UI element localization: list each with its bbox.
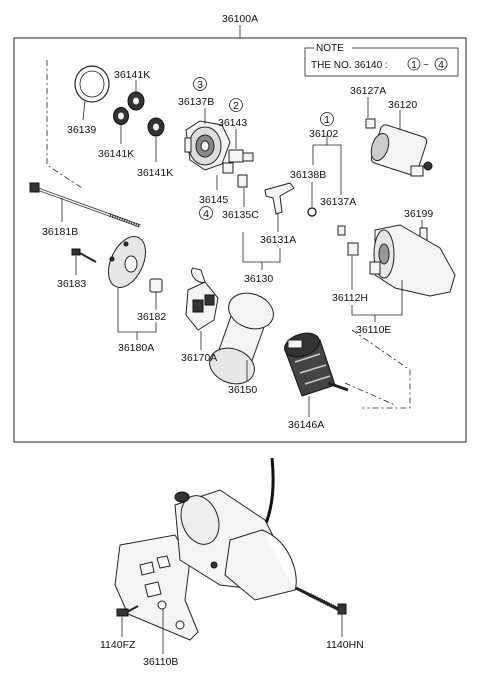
seal-ring-36139 (74, 65, 110, 103)
part-label-36141K-b: 36141K (98, 148, 134, 160)
pinion-stop-36135C (237, 174, 248, 188)
note-range-sep: ~ (423, 60, 429, 71)
callout-3: 3 (193, 77, 207, 91)
washer-36138B (307, 207, 317, 217)
planet-gear-a (127, 91, 145, 111)
part-label-36182: 36182 (137, 311, 166, 323)
note-box: NOTE THE NO. 36140 : 1 ~ 4 (304, 42, 459, 77)
note-text: THE NO. 36140 : (311, 60, 388, 71)
part-label-36170A: 36170A (181, 352, 217, 364)
screw-36183 (71, 248, 97, 263)
terminal-36127A (365, 118, 376, 129)
bushing-36182 (149, 278, 163, 293)
shift-lever-36131A (264, 182, 295, 215)
part-label-36112H: 36112H (332, 292, 368, 304)
part-label-36120: 36120 (388, 99, 417, 111)
part-label-36141K-c: 36141K (137, 167, 173, 179)
callout-4: 4 (199, 206, 213, 220)
yoke-36150 (209, 292, 274, 385)
solenoid-36120 (370, 124, 433, 177)
planet-gear-b (113, 107, 129, 125)
planet-gear-c (147, 117, 165, 137)
part-label-36110E: 36110E (356, 324, 391, 336)
part-label-36110B: 36110B (143, 656, 178, 668)
part-label-36145: 36145 (199, 194, 228, 206)
front-housing-36110E (369, 224, 456, 297)
note-range-end: 4 (438, 60, 444, 71)
part-label-36141K-a: 36141K (114, 69, 150, 81)
through-bolt-36181B (29, 182, 141, 228)
part-label-1140FZ: 1140FZ (100, 639, 136, 651)
callout-1: 1 (320, 112, 334, 126)
part-label-36131A: 36131A (260, 234, 296, 246)
part-label-36130: 36130 (244, 273, 273, 285)
part-label-36183: 36183 (57, 278, 86, 290)
svg-text:1: 1 (324, 114, 330, 126)
part-label-36137A: 36137A (320, 196, 356, 208)
exploded-view-frame (13, 37, 467, 443)
assembly-label: 36100A (222, 13, 258, 25)
part-label-36138B: 36138B (290, 169, 326, 181)
part-label-36135C: 36135C (222, 209, 259, 221)
gear-housing-36137B (184, 120, 231, 171)
part-label-36150: 36150 (228, 384, 257, 396)
note-range-start: 1 (411, 60, 417, 71)
note-title: NOTE (316, 43, 344, 54)
part-label-36139: 36139 (67, 124, 96, 136)
svg-text:4: 4 (203, 208, 209, 220)
part-label-36181B: 36181B (42, 226, 78, 238)
installed-starter (114, 489, 347, 641)
ring-36137A (337, 225, 346, 236)
armature-36146A (284, 332, 349, 397)
shaft-36143 (228, 149, 254, 163)
part-label-36180A: 36180A (118, 342, 154, 354)
part-label-36102: 36102 (309, 128, 338, 140)
part-label-36146A: 36146A (288, 419, 324, 431)
rear-cover-36180A (108, 236, 146, 288)
brush-holder-36170A (185, 267, 219, 331)
svg-text:2: 2 (233, 100, 239, 112)
callout-2: 2 (229, 98, 243, 112)
part-label-36127A: 36127A (350, 85, 386, 97)
bushing-36112H (347, 242, 359, 256)
part-label-36199: 36199 (404, 208, 433, 220)
clutch-part-36145 (222, 162, 234, 174)
part-label-36143: 36143 (218, 117, 247, 129)
part-label-36137B: 36137B (178, 96, 214, 108)
svg-text:3: 3 (197, 79, 203, 91)
part-label-1140HN: 1140HN (326, 639, 364, 651)
